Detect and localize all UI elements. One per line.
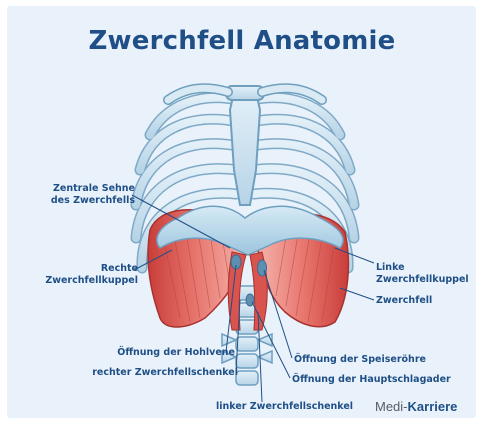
label-left-dome-line2: Zwerchfellkuppel (376, 274, 469, 286)
label-right-dome: Rechte Zwerchfellkuppel (30, 263, 138, 287)
label-right-dome-line1: Rechte (30, 263, 138, 275)
sternum (226, 86, 264, 205)
label-left-crus: linker Zwerchfellschenkel (216, 401, 353, 413)
label-left-dome-line1: Linke (376, 262, 469, 274)
label-central-tendon-line1: Zentrale Sehne (40, 183, 135, 195)
label-left-dome: Linke Zwerchfellkuppel (376, 262, 469, 286)
brand-prefix: Medi- (375, 399, 408, 414)
label-esophagus-opening: Öffnung der Speiseröhre (294, 354, 426, 366)
label-vena-cava-opening: Öffnung der Hohlvene (80, 347, 235, 359)
label-right-dome-line2: Zwerchfellkuppel (30, 275, 138, 287)
label-aorta-opening: Öffnung der Hauptschlagader (292, 374, 451, 386)
label-right-crus: rechter Zwerchfellschenkel (60, 367, 238, 379)
label-central-tendon-line2: des Zwerchfells (40, 195, 135, 207)
label-central-tendon: Zentrale Sehne des Zwerchfells (40, 183, 135, 207)
brand-logo: Medi-Karriere (375, 399, 457, 414)
brand-name: Karriere (408, 399, 458, 414)
label-diaphragm: Zwerchfell (376, 295, 432, 307)
